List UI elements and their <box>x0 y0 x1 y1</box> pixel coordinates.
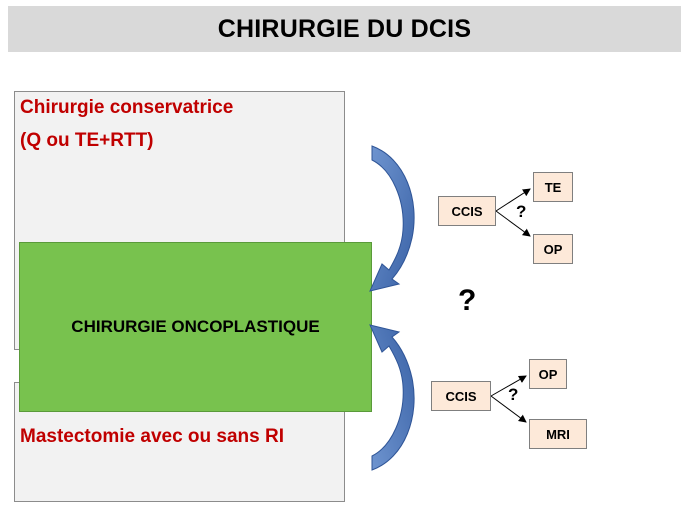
center-question-mark: ? <box>458 284 477 317</box>
op-node-top-label: OP <box>543 241 563 257</box>
mri-node: MRI <box>529 419 587 449</box>
ccis-node-bottom-label: CCIS <box>445 388 477 404</box>
conservative-surgery-label: Chirurgie conservatrice <box>20 97 234 118</box>
oncoplastic-surgery-box: CHIRURGIE ONCOPLASTIQUE <box>19 242 372 412</box>
curved-arrow-up-icon <box>369 324 415 471</box>
op-node-top: OP <box>533 234 573 264</box>
conservative-surgery-detail: (Q ou TE+RTT) <box>20 130 154 151</box>
ccis-node-top: CCIS <box>438 196 496 226</box>
question-mark-top: ? <box>516 202 527 221</box>
ccis-node-bottom: CCIS <box>431 381 491 411</box>
title-bar: CHIRURGIE DU DCIS <box>8 6 681 52</box>
branch-arrow-icon <box>490 375 527 423</box>
branch-arrow-icon <box>495 188 531 237</box>
op-node-bottom-label: OP <box>538 366 558 382</box>
question-mark-bottom: ? <box>508 385 519 404</box>
op-node-bottom: OP <box>529 359 567 389</box>
te-node-label: TE <box>544 179 562 195</box>
te-node: TE <box>533 172 573 202</box>
mastectomy-label: Mastectomie avec ou sans RI <box>20 426 284 447</box>
oncoplastic-surgery-label: CHIRURGIE ONCOPLASTIQUE <box>71 317 320 336</box>
ccis-node-top-label: CCIS <box>451 203 483 219</box>
mri-node-label: MRI <box>546 426 570 442</box>
curved-arrow-down-icon <box>369 145 415 292</box>
slide-title: CHIRURGIE DU DCIS <box>217 14 472 43</box>
